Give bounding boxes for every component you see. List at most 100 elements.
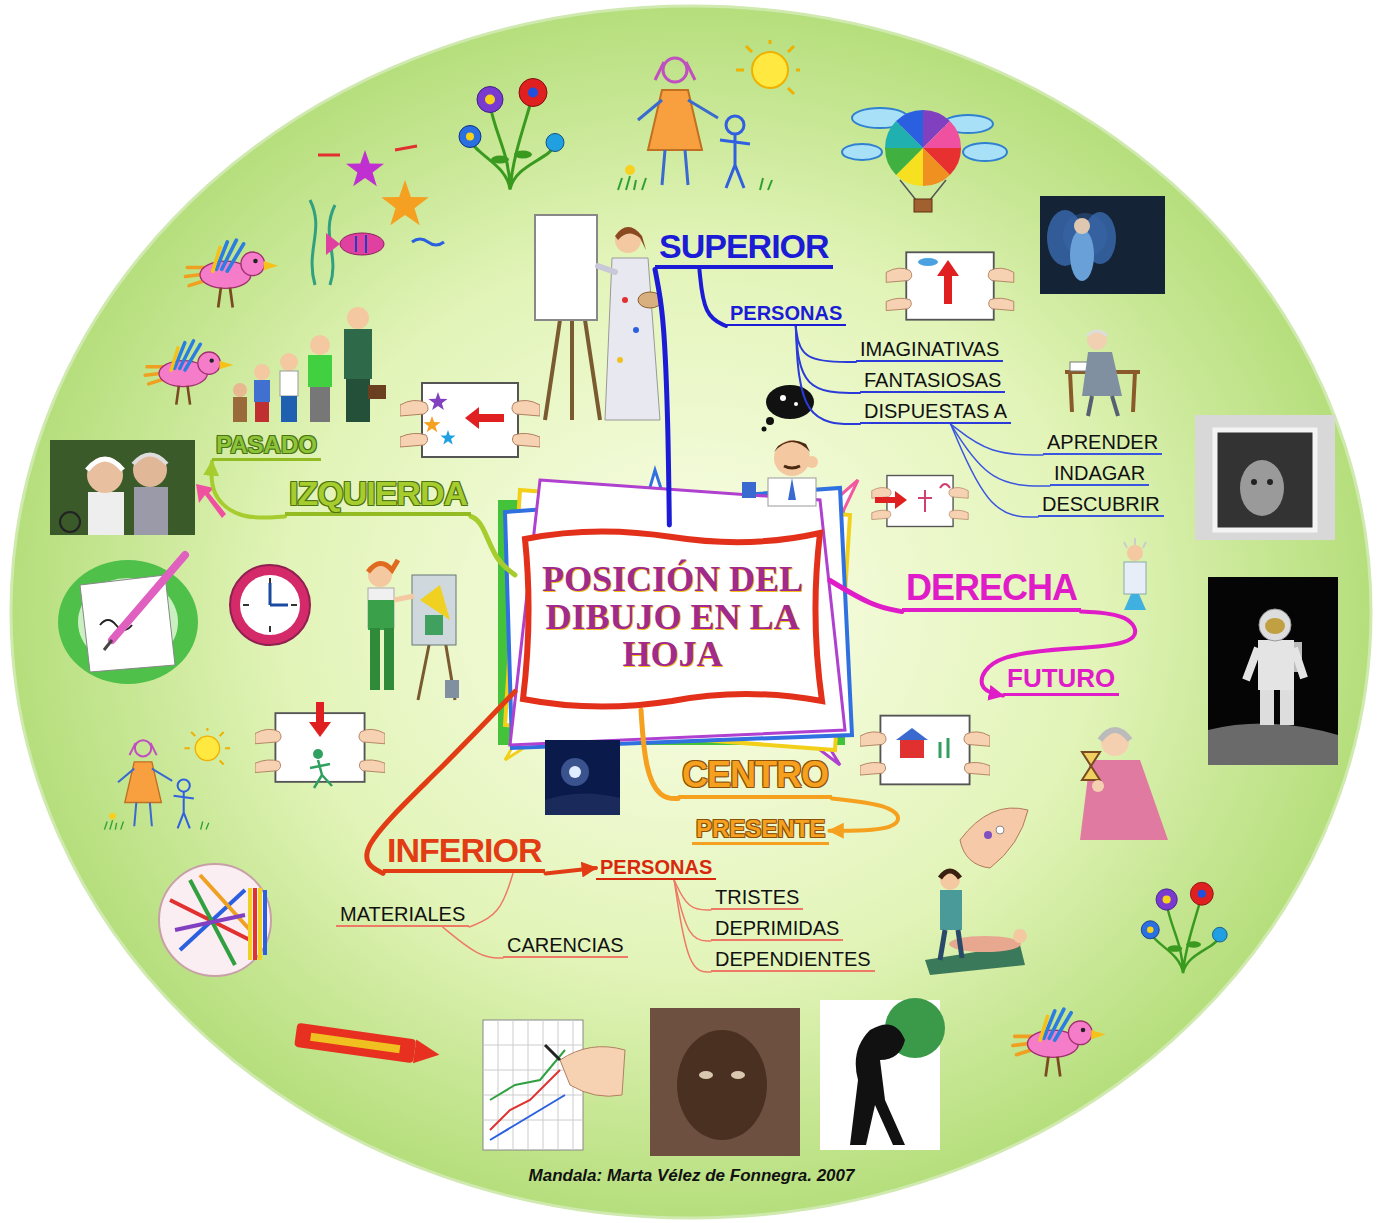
branch-connector — [796, 326, 860, 393]
drawing-center-example — [860, 716, 990, 785]
branch-text: INDAGAR — [1054, 462, 1145, 484]
reader-clipart — [1065, 330, 1140, 416]
branch-word: PERSONAS — [596, 856, 716, 880]
girl-painter-clipart — [368, 560, 459, 700]
balloon-clipart — [842, 108, 1007, 212]
branch-word: INFERIOR — [383, 832, 545, 873]
child-photo — [650, 1008, 800, 1156]
pencil-paper-clipart — [58, 555, 198, 684]
branch-word: DERECHA — [902, 568, 1081, 612]
bird-clipart — [185, 240, 278, 307]
flowers-clipart — [459, 79, 564, 190]
sea-clipart — [310, 146, 444, 285]
branch-connector — [699, 269, 726, 326]
branch-text: FANTASIOSAS — [864, 369, 1001, 391]
branch-word: CARENCIAS — [503, 934, 628, 958]
child-drawing — [618, 36, 804, 190]
branch-text: TRISTES — [715, 886, 799, 908]
mandala-circle — [11, 6, 1371, 1218]
therapy-clipart — [925, 870, 1027, 975]
branch-connector — [830, 581, 902, 612]
central-title-text: POSICIÓN DEL DIBUJO EN LA HOJA — [537, 561, 808, 674]
drawing-top-example — [886, 252, 1014, 319]
branch-connector — [545, 868, 596, 873]
branch-word: INDAGAR — [1050, 462, 1149, 486]
branch-text: DEPRIMIDAS — [715, 917, 839, 939]
branch-text: IMAGINATIVAS — [860, 338, 999, 360]
branch-text: PRESENTE — [696, 816, 825, 842]
branch-text: SUPERIOR — [659, 228, 829, 265]
thinking-man-clipart — [742, 440, 818, 506]
branch-word: TRISTES — [711, 886, 803, 910]
branch-word: PRESENTE — [692, 816, 829, 845]
branch-connector — [951, 424, 1043, 455]
branch-connector — [211, 461, 285, 517]
branch-word: MATERIALES — [336, 903, 469, 927]
boy-window-photo — [1195, 415, 1335, 540]
caption: Mandala: Marta Vélez de Fonnegra. 2007 — [0, 1166, 1383, 1186]
branch-text: CENTRO — [682, 755, 828, 795]
branch-word: IMAGINATIVAS — [856, 338, 1003, 362]
branch-connector — [829, 799, 898, 831]
graph-hand-clipart — [483, 1020, 625, 1150]
flowers-clipart — [1141, 882, 1227, 973]
branch-word: FUTURO — [1003, 664, 1119, 696]
branch-text: DISPUESTAS A — [864, 400, 1007, 422]
branch-connector — [951, 424, 1050, 486]
bird-clipart — [1013, 1009, 1106, 1076]
pensive-figure-clipart — [820, 998, 945, 1150]
family-clipart — [233, 307, 386, 422]
branch-text: DEPENDIENTES — [715, 948, 871, 970]
branch-word: DESCUBRIR — [1038, 493, 1164, 517]
old-woman-hourglass-clipart — [1080, 728, 1168, 840]
branch-connector — [655, 269, 669, 525]
branch-text: FUTURO — [1007, 664, 1115, 693]
branch-word: DEPRIMIDAS — [711, 917, 843, 941]
pencils-clipart — [159, 864, 271, 976]
drawing-right-example — [872, 476, 968, 527]
branch-text: PASADO — [216, 432, 317, 458]
hand-pills-clipart — [960, 808, 1028, 868]
branch-connector — [796, 326, 860, 424]
branch-word: PASADO — [212, 432, 321, 461]
branch-word: DEPENDIENTES — [711, 948, 875, 972]
drawing-left-example — [400, 383, 540, 457]
branch-word: APRENDER — [1043, 431, 1162, 455]
central-backdrop — [498, 470, 858, 765]
branch-connector — [982, 612, 1135, 696]
child-drawing — [104, 725, 230, 829]
painter-clipart — [535, 215, 662, 420]
branch-word: CENTRO — [678, 755, 832, 799]
branch-connector — [951, 424, 1038, 517]
central-text-box: POSICIÓN DEL DIBUJO EN LA HOJA — [515, 525, 830, 710]
clock-clipart — [230, 565, 310, 645]
branch-connector — [674, 880, 711, 972]
old-couple-photo — [50, 440, 195, 535]
branch-connector — [443, 927, 503, 958]
astronaut-photo — [1208, 577, 1338, 765]
branch-word: PERSONAS — [726, 302, 846, 326]
branch-text: DESCUBRIR — [1042, 493, 1160, 515]
caption-box: Mandala: Marta Vélez de Fonnegra. 2007 — [0, 1166, 1383, 1186]
branch-word: DISPUESTAS A — [860, 400, 1011, 424]
drawing-bottom-example — [255, 702, 385, 788]
bird-clipart — [145, 341, 233, 405]
central-topic: POSICIÓN DEL DIBUJO EN LA HOJA — [515, 525, 830, 710]
branch-connector — [796, 326, 856, 362]
branch-text: CARENCIAS — [507, 934, 624, 956]
branch-text: PERSONAS — [600, 856, 712, 878]
branch-text: APRENDER — [1047, 431, 1158, 453]
scientist-clipart — [1124, 538, 1146, 610]
wavy-paper-outline — [523, 531, 822, 706]
branch-text: IZQUIERDA — [289, 475, 467, 512]
pills — [984, 826, 1004, 839]
branch-connector — [469, 873, 513, 927]
branch-word: IZQUIERDA — [285, 475, 471, 516]
crayon-clipart — [294, 1023, 441, 1067]
branch-word: SUPERIOR — [655, 228, 833, 269]
branch-connector — [674, 880, 711, 941]
branch-connector — [641, 710, 678, 799]
branch-text: MATERIALES — [340, 903, 465, 925]
night-sky-photo — [545, 740, 620, 815]
branch-text: INFERIOR — [387, 832, 541, 869]
